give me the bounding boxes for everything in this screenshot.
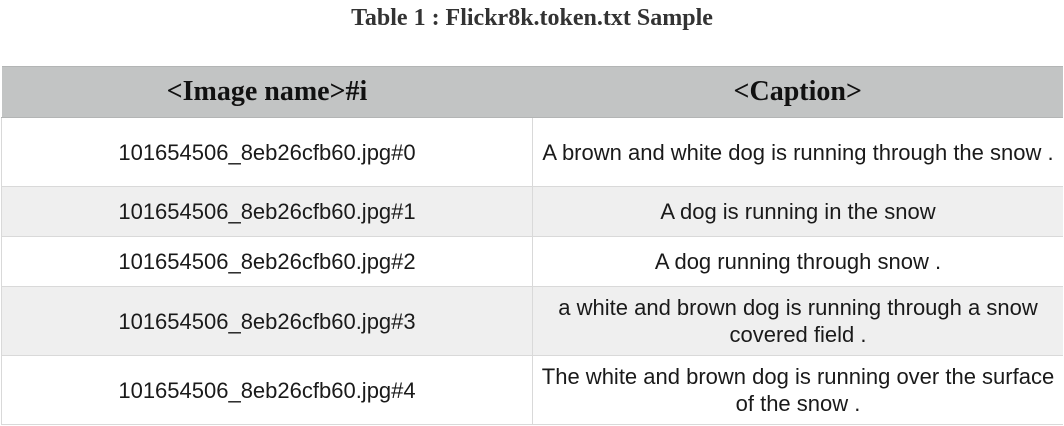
table-row: 101654506_8eb26cfb60.jpg#0 A brown and w… <box>1 117 1063 187</box>
header-caption: <Caption> <box>532 66 1063 118</box>
image-name-cell: 101654506_8eb26cfb60.jpg#1 <box>1 186 533 237</box>
image-name-cell: 101654506_8eb26cfb60.jpg#4 <box>1 355 533 425</box>
table-row: 101654506_8eb26cfb60.jpg#1 A dog is runn… <box>1 186 1063 237</box>
image-name-cell: 101654506_8eb26cfb60.jpg#0 <box>1 117 533 187</box>
caption-cell: a white and brown dog is running through… <box>532 286 1063 356</box>
token-sample-table: <Image name>#i <Caption> 101654506_8eb26… <box>1 66 1063 425</box>
caption-cell: A brown and white dog is running through… <box>532 117 1063 187</box>
table-title: Table 1 : Flickr8k.token.txt Sample <box>351 5 713 31</box>
caption-cell: The white and brown dog is running over … <box>532 355 1063 425</box>
header-image-name: <Image name>#i <box>1 66 533 118</box>
table-header-row: <Image name>#i <Caption> <box>1 66 1063 118</box>
image-name-cell: 101654506_8eb26cfb60.jpg#3 <box>1 286 533 356</box>
table-row: 101654506_8eb26cfb60.jpg#2 A dog running… <box>1 236 1063 287</box>
caption-cell: A dog is running in the snow <box>532 186 1063 237</box>
caption-cell: A dog running through snow . <box>532 236 1063 287</box>
table-row: 101654506_8eb26cfb60.jpg#4 The white and… <box>1 355 1063 425</box>
image-name-cell: 101654506_8eb26cfb60.jpg#2 <box>1 236 533 287</box>
table-row: 101654506_8eb26cfb60.jpg#3 a white and b… <box>1 286 1063 356</box>
